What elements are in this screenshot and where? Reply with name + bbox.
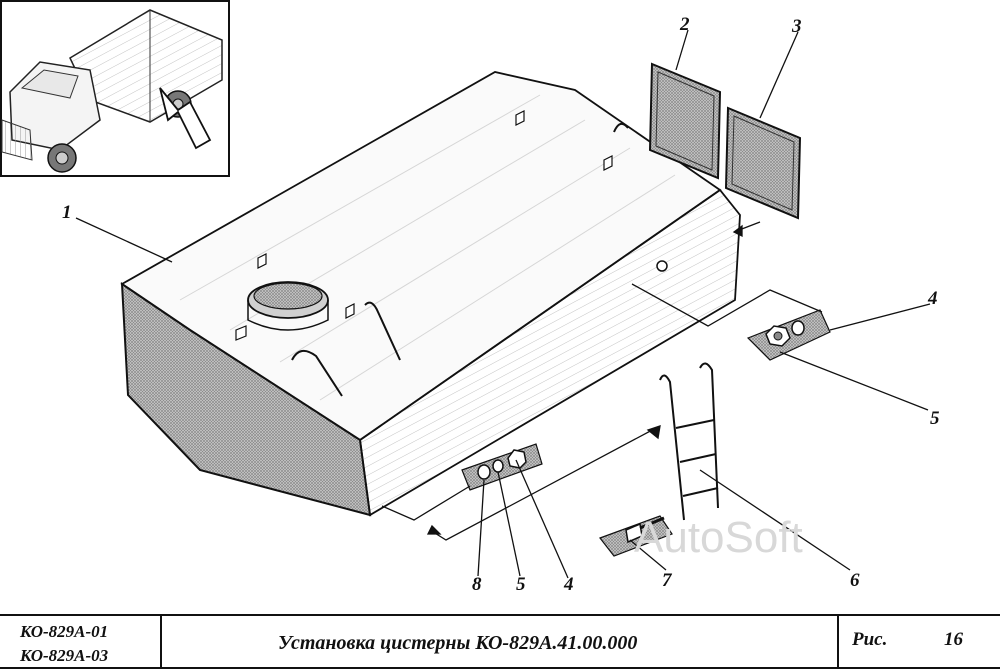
callout-4-left: 4 [563, 574, 574, 595]
title-block: КО-829А-01 КО-829А-03 Установка цистерны… [0, 614, 1000, 669]
fastener-plate-right [746, 309, 831, 361]
callout-5-right: 5 [930, 408, 940, 429]
callout-1: 1 [62, 202, 72, 223]
callout-2: 2 [679, 14, 690, 35]
watermark: AutoSoft [634, 513, 803, 562]
ladder [659, 362, 719, 521]
drawing-title: Установка цистерны КО-829А.41.00.000 [278, 632, 637, 654]
callout-7: 7 [662, 570, 673, 591]
callout-4-right: 4 [927, 288, 938, 309]
fastener-plate-left [461, 443, 543, 491]
callout-5-left: 5 [516, 574, 526, 595]
model-1: КО-829А-01 [19, 622, 108, 641]
bolt-7 [599, 515, 673, 557]
hatch-door-2 [648, 62, 722, 180]
callout-3: 3 [791, 16, 802, 37]
figure-label: Рис. [851, 629, 887, 650]
truck-inset [0, 0, 230, 177]
hatch-door-3 [724, 106, 802, 220]
figure-number: 16 [944, 629, 964, 650]
tank [120, 71, 741, 517]
model-2: КО-829А-03 [19, 646, 109, 665]
callout-6: 6 [850, 570, 860, 591]
assembly-lines [75, 29, 931, 579]
callout-8: 8 [472, 574, 482, 595]
